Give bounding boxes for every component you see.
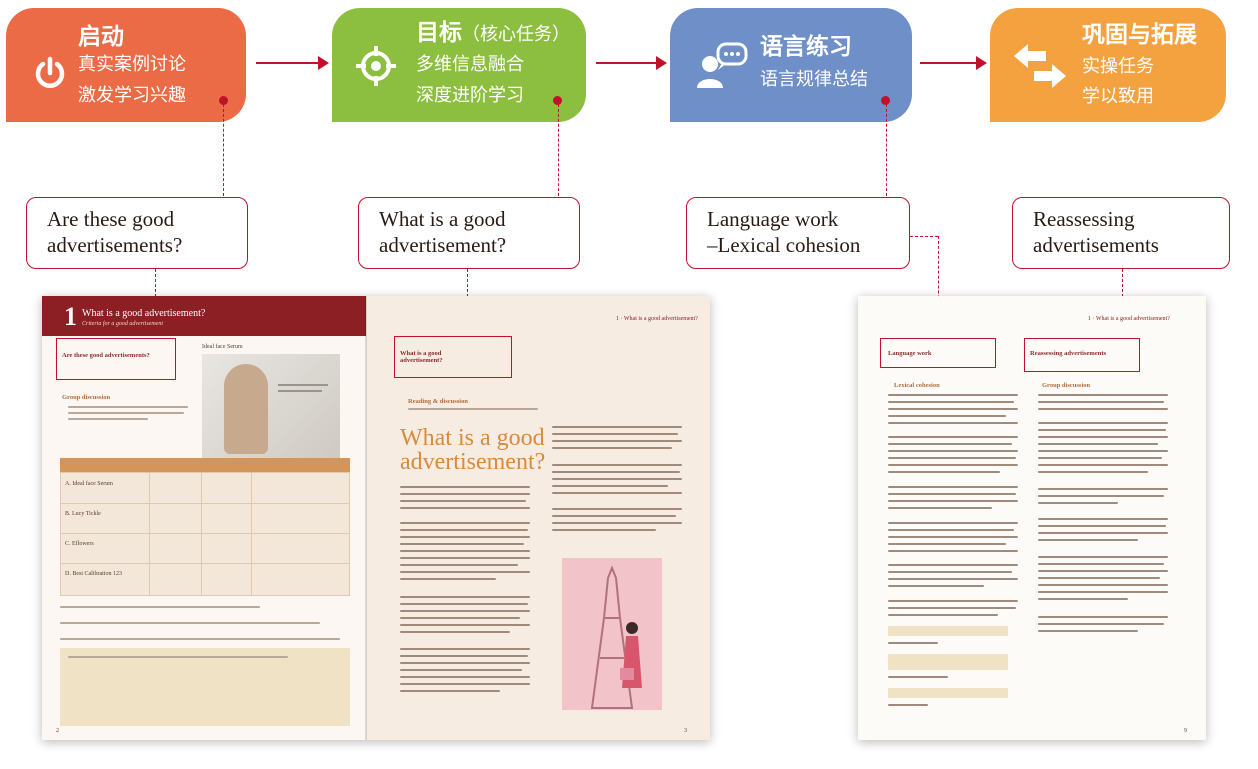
step-launch: 启动 真实案例讨论 激发学习兴趣: [6, 8, 246, 122]
unit-number: 1: [64, 302, 77, 331]
step-line: 多维信息融合: [416, 54, 524, 75]
callout-line: Are these good: [47, 207, 175, 231]
page-header: 1 · What is a good advertisement?: [1088, 316, 1170, 322]
callout-line: –Lexical cohesion: [707, 233, 861, 257]
page-number: 3: [684, 728, 687, 734]
table-row-label: B. Lucy Tickle: [65, 511, 101, 517]
unit-subtitle: Criteria for a good advertisement: [82, 321, 163, 327]
step-title-main: 目标: [416, 20, 462, 46]
step-goal: 目标（核心任务） 多维信息融合 深度进阶学习: [332, 8, 586, 122]
eiffel-tower-icon: [590, 565, 642, 709]
big-title-line: What is a good: [400, 425, 545, 451]
group-discussion-heading: Group discussion: [1042, 382, 1091, 389]
step-title: 启动: [78, 24, 124, 50]
exercise-row: [888, 654, 1008, 670]
notes-box: [60, 648, 350, 726]
spine: [365, 296, 367, 740]
callout-language-work: Language work –Lexical cohesion: [686, 197, 910, 269]
connector-dot: [219, 96, 228, 105]
section-heading: Reassessing advertisements: [1030, 350, 1107, 357]
step-title-note: （核心任务）: [462, 24, 570, 45]
textbook-page-language-work: 1 · What is a good advertisement? Langua…: [858, 296, 1206, 740]
section-heading: Language work: [888, 350, 932, 357]
step-line: 学以致用: [1082, 86, 1154, 107]
step-line: 语言规律总结: [760, 69, 868, 90]
dashed-connector: [938, 236, 939, 338]
callout-line: advertisements: [1033, 233, 1159, 257]
step-line: 激发学习兴趣: [78, 85, 186, 106]
highlight-box: [56, 338, 176, 380]
dashed-connector: [558, 104, 559, 196]
step-line: 深度进阶学习: [416, 85, 524, 106]
callout-line: Reassessing: [1033, 207, 1135, 231]
connector-dot: [881, 96, 890, 105]
highlight-box: [880, 338, 996, 368]
textbook-spread: 1 What is a good advertisement? Criteria…: [42, 296, 710, 740]
section-heading: What is a good advertisement?: [400, 350, 443, 364]
flow-arrow: [596, 56, 667, 70]
step-title: 语言练习: [760, 34, 852, 60]
callout-are-these-good: Are these good advertisements?: [26, 197, 248, 269]
reading-heading: Reading & discussion: [408, 398, 468, 405]
callout-line: advertisements?: [47, 233, 183, 257]
chat-user-icon: [697, 42, 748, 88]
callout-line: advertisement?: [379, 233, 507, 257]
page-number: 2: [56, 728, 59, 734]
callout-what-is-good: What is a good advertisement?: [358, 197, 580, 269]
exercise-row: [888, 626, 1008, 636]
step-line: 真实案例讨论: [78, 54, 186, 75]
flow-arrow: [920, 56, 987, 70]
evaluation-table: A. Ideal face Serum B. Lucy Tickle C. Ef…: [60, 472, 350, 596]
highlight-box: [394, 336, 512, 378]
power-icon: [35, 56, 65, 88]
dashed-connector: [886, 104, 887, 196]
target-icon: [356, 46, 396, 86]
dashed-connector: [223, 104, 224, 196]
big-title-line: advertisement?: [400, 449, 546, 475]
paris-illustration: [562, 558, 662, 710]
face-image: [224, 364, 268, 454]
unit-header: 1 What is a good advertisement? Criteria…: [42, 296, 366, 336]
table-header: [60, 458, 350, 472]
image-caption: Ideal face Serum: [202, 344, 243, 350]
connector-dot: [553, 96, 562, 105]
flow-arrow: [256, 56, 329, 70]
section-heading: Are these good advertisements?: [62, 352, 150, 359]
table-row-label: C. Eflowers: [65, 541, 94, 547]
textbook-left-page: 1 What is a good advertisement? Criteria…: [42, 296, 366, 740]
highlight-box: [1024, 338, 1140, 372]
swap-arrows-icon: [1014, 44, 1066, 88]
table-row-label: D. Best Calibration 123: [65, 571, 122, 577]
page-number: 9: [1184, 728, 1187, 734]
table-row-label: A. Ideal face Serum: [65, 481, 113, 487]
textbook-right-page: 1 · What is a good advertisement? What i…: [366, 296, 710, 740]
group-discussion-heading: Group discussion: [62, 394, 111, 401]
unit-title: What is a good advertisement?: [82, 308, 206, 319]
exercise-row: [888, 688, 1008, 698]
step-language-practice: 语言练习 语言规律总结: [670, 8, 912, 122]
lexical-cohesion-heading: Lexical cohesion: [894, 382, 940, 389]
step-title: 目标（核心任务）: [416, 18, 570, 50]
ad-photo: [202, 354, 340, 458]
step-consolidate-extend: 巩固与拓展 实操任务 学以致用: [990, 8, 1226, 122]
big-title: What is a good advertisement?: [400, 426, 545, 474]
dashed-connector: [910, 236, 938, 237]
step-line: 实操任务: [1082, 56, 1154, 77]
page-header: 1 · What is a good advertisement?: [616, 316, 698, 322]
callout-line: What is a good: [379, 207, 506, 231]
step-title: 巩固与拓展: [1082, 22, 1197, 48]
callout-line: Language work: [707, 207, 839, 231]
callout-reassessing: Reassessing advertisements: [1012, 197, 1230, 269]
